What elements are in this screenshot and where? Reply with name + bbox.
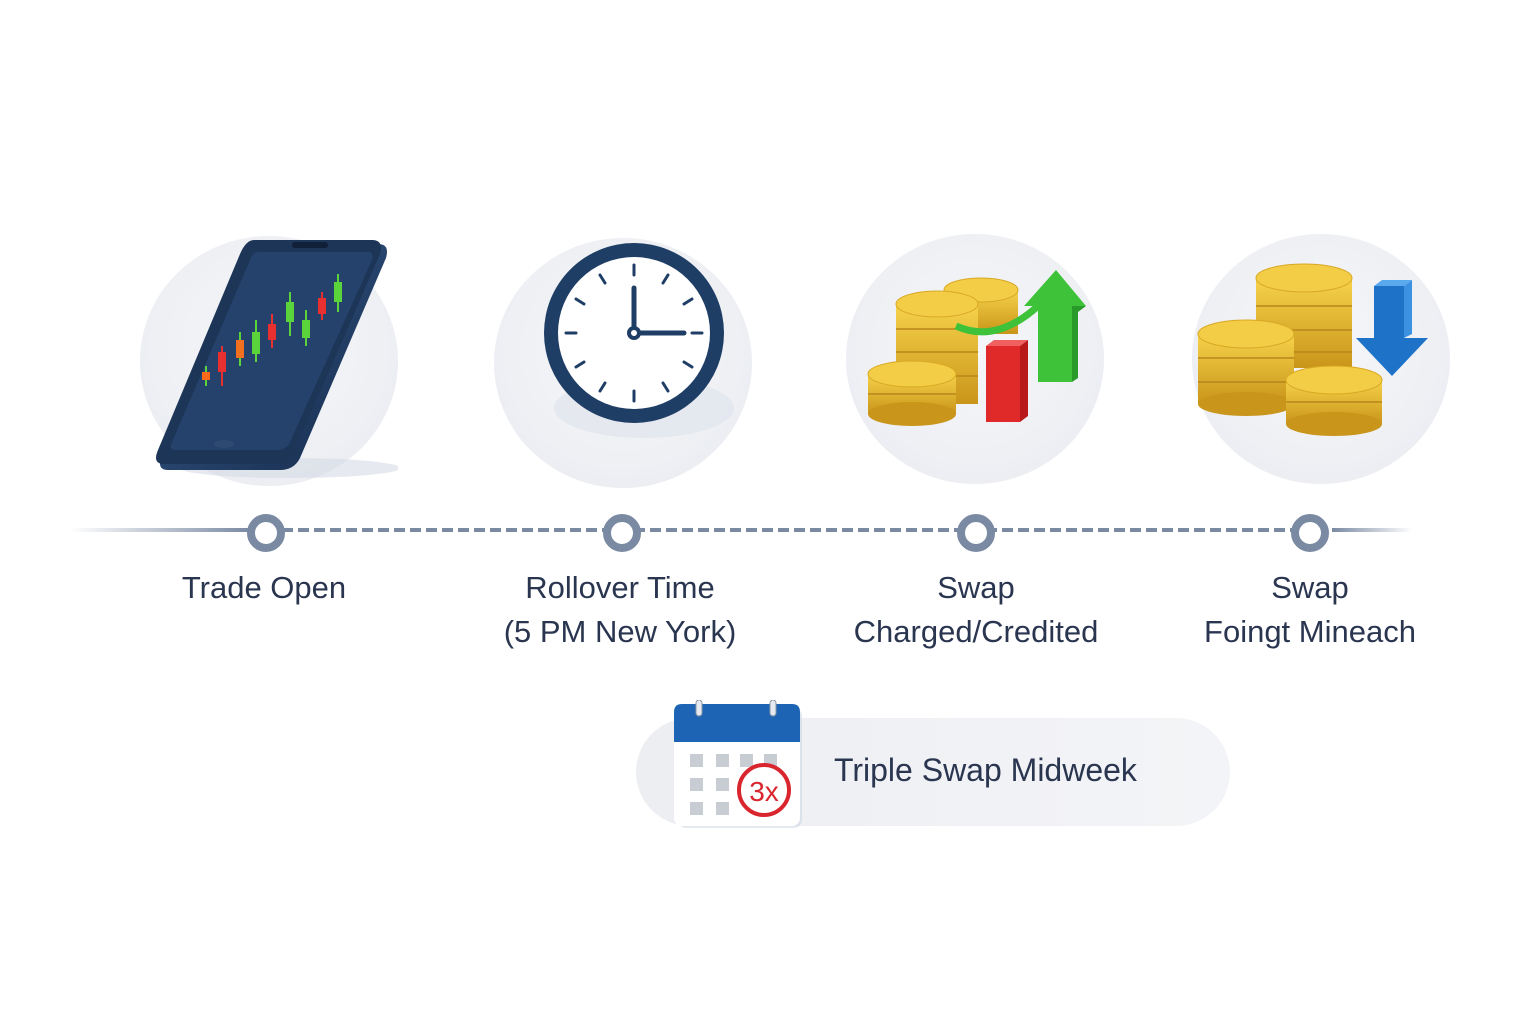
step-1-icon-circle (140, 236, 398, 486)
calendar-badge-text: 3x (749, 776, 779, 807)
step-3-icon-circle (846, 234, 1104, 484)
step-4-label-line1: Swap (1271, 570, 1349, 605)
timeline-node-3 (957, 514, 995, 552)
coins-down-arrow-icon (1197, 263, 1428, 436)
step-2-label-line2: (5 PM New York) (503, 614, 737, 649)
step-2-label-line1: Rollover Time (525, 570, 715, 605)
clock-icon (544, 243, 734, 438)
step-3-label-line1: Swap (937, 570, 1015, 605)
step-2-icon-circle (494, 238, 752, 488)
timeline-track (0, 500, 1536, 560)
step-1-label-line1: Trade Open (181, 570, 347, 605)
coins-up-arrow-icon (867, 270, 1086, 426)
smartphone-chart-icon (156, 240, 398, 478)
calendar-icon: 3x (670, 699, 810, 837)
step-4-label-line2: Foingt Mineach (1204, 614, 1416, 649)
step-4-icon-circle (1192, 234, 1450, 484)
step-1-label: Trade Open (164, 566, 364, 610)
step-4-label: Swap Foingt Mineach (1160, 566, 1460, 654)
step-2-label: Rollover Time (5 PM New York) (470, 566, 770, 654)
step-3-label-line2: Charged/Credited (853, 614, 1099, 649)
timeline-node-4 (1291, 514, 1329, 552)
timeline-node-2 (603, 514, 641, 552)
triple-swap-label: Triple Swap Midweek (834, 752, 1137, 788)
timeline-node-1 (247, 514, 285, 552)
step-3-label: Swap Charged/Credited (816, 566, 1136, 654)
